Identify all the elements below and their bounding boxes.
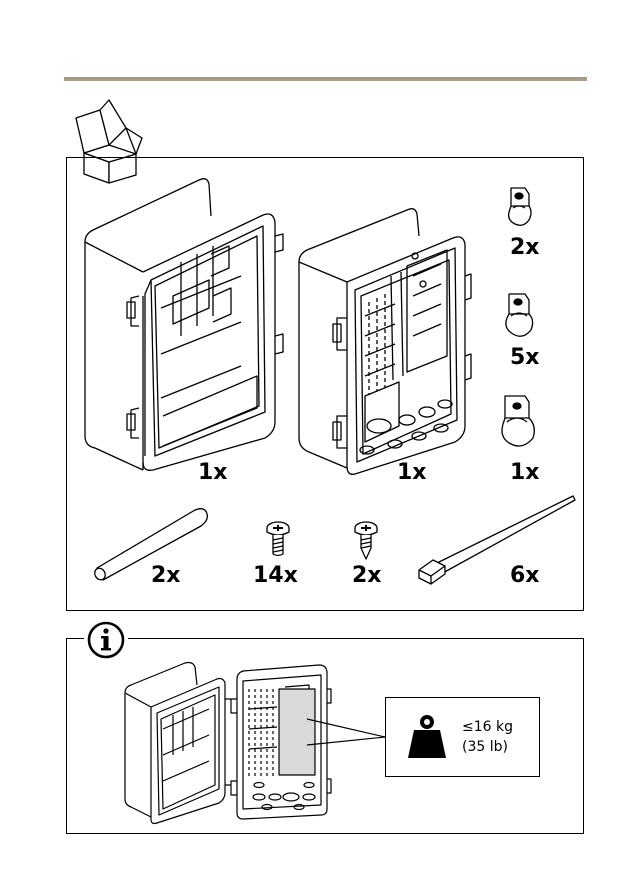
rod-illustration	[91, 506, 209, 582]
weight-callout-box: ≤16 kg (35 lb)	[385, 697, 540, 777]
weight-lb: (35 lb)	[462, 738, 508, 757]
qty-enclosure-base: 1x	[397, 462, 427, 484]
weight-icon	[408, 714, 446, 758]
cable-tie-illustration	[415, 494, 577, 586]
tapping-screw-illustration	[351, 520, 381, 560]
clamp-medium-illustration	[501, 292, 537, 340]
clamp-small-illustration	[503, 186, 535, 230]
info-icon	[84, 620, 128, 660]
contents-panel: 1x	[66, 157, 584, 611]
qty-clamp-small: 2x	[510, 237, 540, 259]
qty-tapping-screw: 2x	[352, 565, 382, 587]
qty-clamp-medium: 5x	[510, 347, 540, 369]
open-enclosure-illustration	[121, 659, 333, 829]
info-panel: ≤16 kg (35 lb)	[66, 638, 584, 834]
callout-line	[307, 717, 387, 753]
enclosure-door-illustration	[81, 176, 281, 471]
qty-rod: 2x	[151, 565, 181, 587]
qty-machine-screw: 14x	[253, 565, 298, 587]
enclosure-base-illustration	[295, 206, 471, 476]
clamp-large-illustration	[497, 394, 539, 450]
qty-cable-tie: 6x	[510, 565, 540, 587]
weight-kg: ≤16 kg	[462, 718, 513, 737]
top-rule	[64, 77, 587, 81]
qty-enclosure-door: 1x	[198, 462, 228, 484]
machine-screw-illustration	[263, 520, 293, 558]
qty-clamp-large: 1x	[510, 462, 540, 484]
